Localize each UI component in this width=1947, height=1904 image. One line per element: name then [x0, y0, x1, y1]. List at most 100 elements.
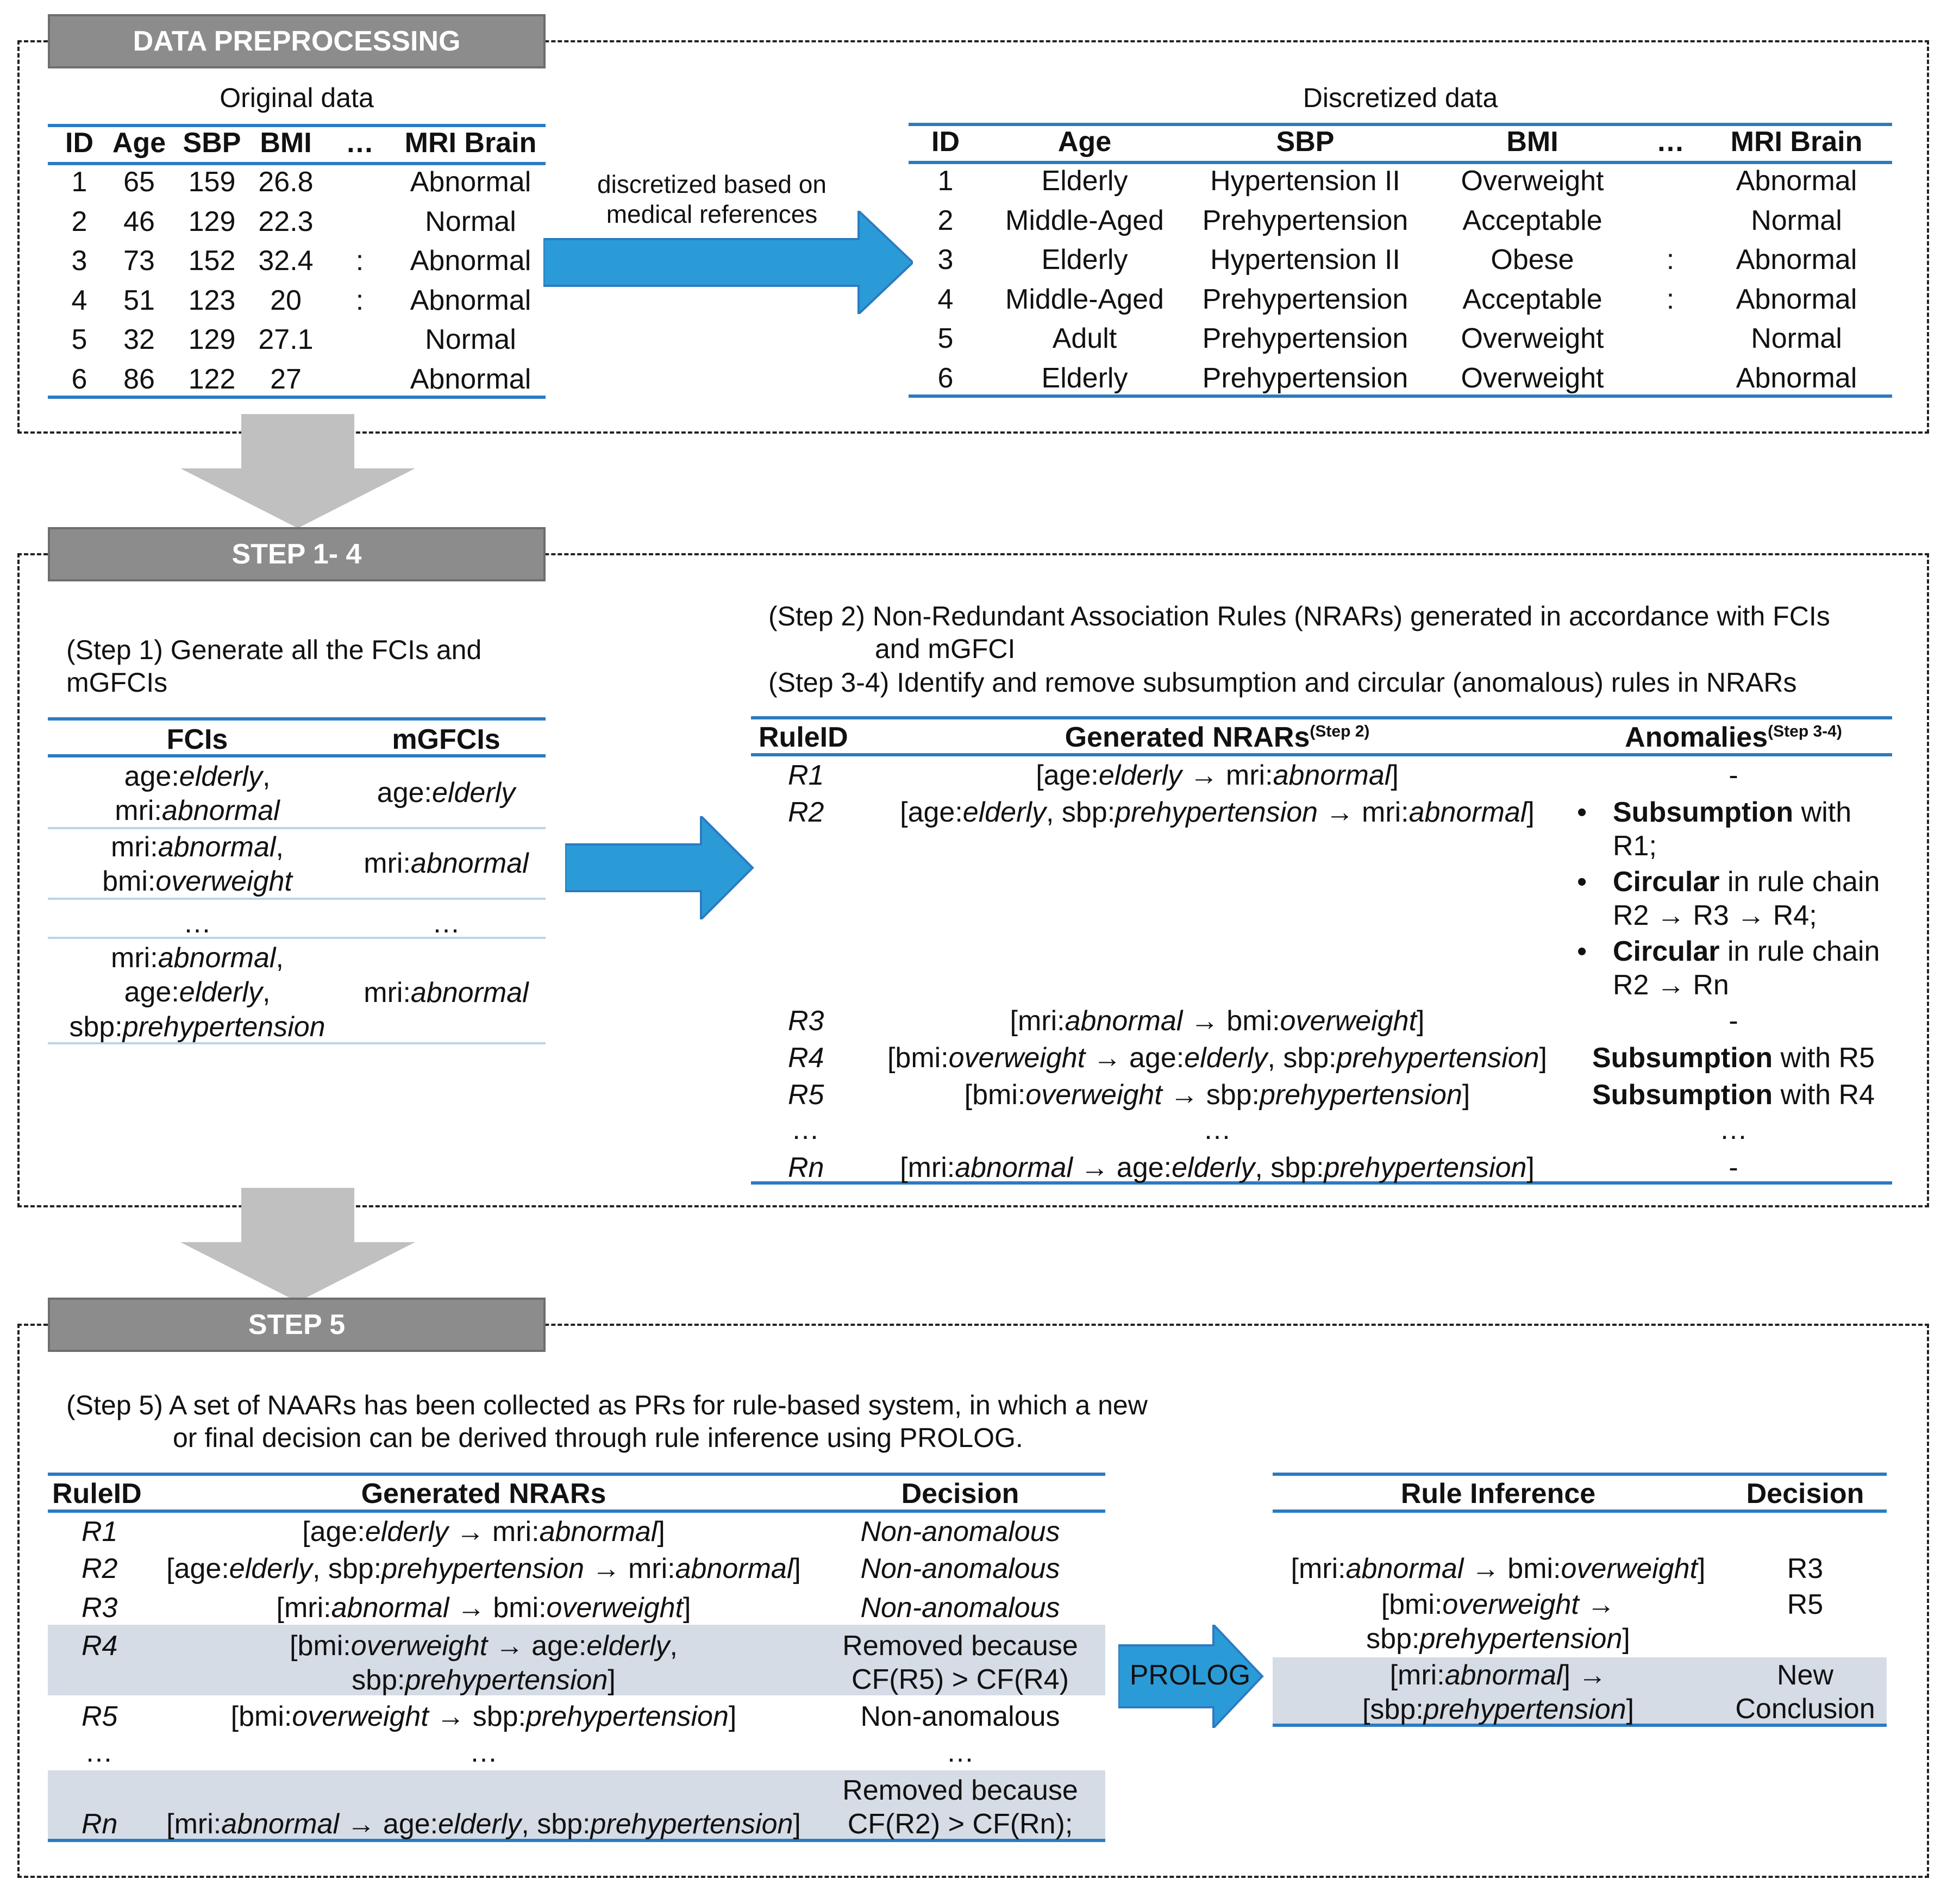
table-cell: Elderly [1041, 362, 1128, 394]
col-header: Age [1057, 126, 1112, 158]
table-cell: Overweight [1461, 165, 1604, 197]
mgfci-col-header: mGFCIs [392, 724, 500, 755]
table-cell: 27 [270, 363, 302, 395]
disc-top-line [909, 123, 1892, 126]
disc-bottom-line [909, 394, 1892, 398]
original-header-line [48, 162, 546, 165]
anomaly-rn: - [1729, 1152, 1738, 1183]
table-cell: 86 [123, 363, 155, 395]
dec-rule-id: R3 [82, 1592, 118, 1624]
table-cell: Abnormal [1736, 362, 1857, 394]
table-cell: 26.8 [258, 166, 314, 198]
prolog-arrow [1118, 1625, 1264, 1728]
table-cell: 73 [123, 245, 155, 277]
rule-r5: [bmi:overweight → sbp:prehypertension] [964, 1079, 1470, 1111]
anomaly-item: Circular in rule chain [1613, 936, 1880, 967]
table-cell: Normal [425, 205, 516, 237]
decision-r2: Non-anomalous [860, 1553, 1060, 1584]
table-cell: 46 [123, 205, 155, 237]
rule-r2: [age:elderly, sbp:prehypertension → mri:… [900, 797, 1535, 828]
table-cell: : [355, 284, 364, 316]
table-cell: Overweight [1461, 323, 1604, 354]
inf-col-rule: Rule Inference [1400, 1478, 1596, 1510]
table-cell: 32.4 [258, 245, 314, 277]
col-header: SBP [1276, 126, 1335, 158]
disc-header-line [909, 161, 1892, 164]
table-cell: Elderly [1041, 244, 1128, 275]
rule-r1: [age:elderly → mri:abnormal] [1036, 760, 1399, 791]
inf-bottom-line [1273, 1724, 1887, 1727]
table-cell: 5 [937, 323, 954, 354]
inf-conclusion-b: Conclusion [1735, 1693, 1875, 1725]
discretized-data-title: Discretized data [1303, 83, 1498, 113]
table-cell: 20 [270, 284, 302, 316]
table-cell: 4 [71, 284, 87, 316]
table-cell: 3 [71, 245, 87, 277]
fci-top-line [48, 717, 546, 721]
rule-rn: [mri:abnormal → age:elderly, sbp:prehype… [900, 1152, 1535, 1183]
table-cell: 22.3 [258, 205, 314, 237]
discretize-arrow [543, 211, 913, 314]
decision-rn-b: CF(R2) > CF(Rn); [847, 1808, 1073, 1840]
mgfci-row-2: mri:abnormal [364, 848, 529, 879]
step14-arrow [565, 816, 754, 919]
table-cell: 152 [188, 245, 236, 277]
step1-text: (Step 1) Generate all the FCIs and mGFCI… [66, 635, 482, 698]
anomaly-r1: - [1729, 760, 1738, 791]
table-cell: Obese [1491, 244, 1574, 275]
preprocessing-section [17, 40, 1929, 434]
band-r4 [48, 1625, 1105, 1695]
anomaly-dots: … [1719, 1114, 1748, 1145]
col-header: MRI Brain [404, 127, 537, 159]
rules-bottom-line [751, 1181, 1892, 1185]
fci-row-1: age:elderly,mri:abnormal [115, 761, 280, 827]
decision-r1: Non-anomalous [860, 1516, 1060, 1548]
table-cell: Middle-Aged [1005, 204, 1164, 236]
rule-id: R5 [788, 1079, 824, 1111]
table-cell: 3 [937, 244, 954, 275]
bullet-icon: • [1577, 866, 1587, 898]
step5-text-b: or final decision can be derived through… [173, 1423, 1023, 1453]
decision-dots: … [946, 1737, 974, 1768]
rule-r4: [bmi:overweight → age:elderly, sbp:prehy… [887, 1042, 1547, 1074]
fci-row-2: mri:abnormal,bmi:overweight [102, 831, 292, 898]
table-cell: Hypertension II [1210, 165, 1400, 197]
rule-id: R3 [788, 1005, 824, 1037]
anomaly-item: Circular in rule chain [1613, 866, 1880, 898]
rules-top-line [751, 716, 1892, 719]
table-cell: Prehypertension [1202, 204, 1408, 236]
table-cell: Overweight [1461, 362, 1604, 394]
mgfci-row-dots: … [432, 907, 460, 939]
table-cell: 159 [188, 166, 236, 198]
step34-text: (Step 3-4) Identify and remove subsumpti… [768, 667, 1797, 698]
step14-header: STEP 1- 4 [48, 527, 546, 581]
dec-rule-id: Rn [82, 1808, 118, 1840]
fci-row-dots: … [183, 907, 211, 939]
rule-id: Rn [788, 1152, 824, 1183]
rule-id: R1 [788, 760, 824, 791]
table-cell: 32 [123, 324, 155, 355]
rule-dots: … [1203, 1114, 1231, 1145]
inf-decision-2: R5 [1787, 1589, 1824, 1620]
fci-col-header: FCIs [166, 724, 228, 755]
mgfci-row-1: age:elderly [377, 777, 516, 809]
dec-rule-rn: [mri:abnormal → age:elderly, sbp:prehype… [166, 1808, 801, 1840]
decision-rn-a: Removed because [842, 1775, 1078, 1806]
dec-rule-r2: [age:elderly, sbp:prehypertension → mri:… [166, 1553, 801, 1584]
table-cell: : [355, 245, 364, 277]
down-arrow-1 [180, 414, 415, 528]
decision-r4-a: Removed because [842, 1630, 1078, 1662]
table-cell: Acceptable [1462, 283, 1602, 315]
dec-rule-r5: [bmi:overweight → sbp:prehypertension] [230, 1701, 737, 1732]
dec-col-nrars: Generated NRARs [361, 1478, 606, 1510]
col-header: ID [65, 127, 93, 159]
band-conclusion [1273, 1657, 1887, 1726]
table-cell: 129 [188, 205, 236, 237]
dec-rule-id: R1 [82, 1516, 118, 1548]
table-cell: Prehypertension [1202, 283, 1408, 315]
inf-rule-2: [bmi:overweight →sbp:prehypertension] [1366, 1589, 1630, 1655]
anomaly-r3: - [1729, 1005, 1738, 1037]
dec-col-decision: Decision [901, 1478, 1019, 1510]
fci-sep-1 [48, 827, 546, 829]
discretize-label: discretized based on medical references [597, 170, 827, 229]
